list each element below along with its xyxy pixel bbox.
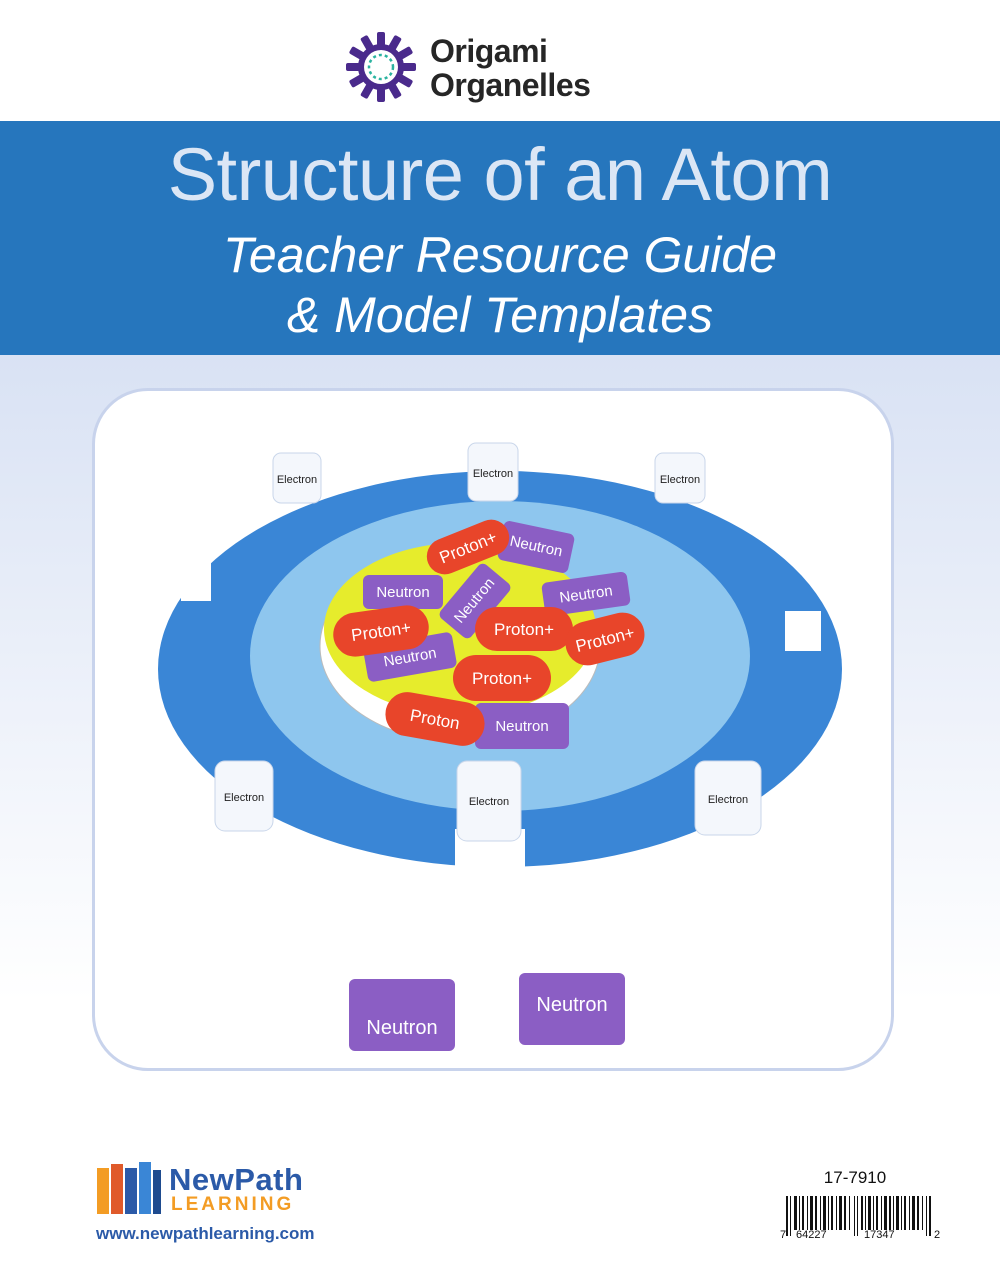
electron-label: Electron [277,474,317,486]
atom-model-photo: Neutron Neutron Neutron Neutron Neutron … [92,388,894,1071]
gear-flower-icon [346,32,416,102]
electron-roll: Electron [272,452,322,504]
newpath-learning-logo: NewPath LEARNING [95,1158,365,1218]
subtitle-line2: & Model Templates [286,287,714,343]
electron-roll: Electron [467,442,519,502]
notch-left [181,561,211,601]
publisher-name: NewPath [169,1162,304,1197]
subtitle-line1: Teacher Resource Guide [222,227,778,283]
electron-label: Electron [473,468,513,480]
product-code: 17-7910 [823,1168,887,1187]
atom-model-illustration: Neutron Neutron Neutron Neutron Neutron … [158,401,842,1051]
brand-name: Origami Organelles [430,33,591,103]
page-title: Structure of an Atom [167,133,833,216]
electron-roll: Electron [456,760,522,842]
neutron-label: Neutron [495,718,548,735]
electron-label: Electron [469,796,509,808]
barcode-digit-left: 7 [780,1229,787,1241]
neutron-label: Neutron [376,584,429,601]
proton-label: Proton+ [494,620,554,639]
electron-label: Electron [660,474,700,486]
barcode-digits-1: 64227 [796,1229,827,1241]
origami-organelles-brand: Origami Organelles [340,24,660,114]
brand-line1: Origami [430,33,548,69]
title-banner [0,121,1000,355]
electron-label: Electron [708,794,748,806]
electron-roll: Electron [654,452,706,504]
publisher-url[interactable]: www.newpathlearning.com [96,1224,315,1243]
brand-line2: Organelles [430,67,591,103]
publisher-learning: LEARNING [171,1194,295,1215]
books-icon [97,1162,161,1214]
electron-label: Electron [224,792,264,804]
electron-roll: Electron [694,760,762,836]
barcode-digit-right: 2 [934,1229,941,1241]
notch-top [467,401,517,441]
loose-neutrons: Neutron Neutron [349,973,625,1051]
proton-group: Proton+ Proton+ Proton+ Proton+ Proton+ … [333,519,645,746]
barcode-digits-2: 17347 [864,1229,895,1241]
barcode-icon [786,1196,931,1236]
loose-neutron-label: Neutron [536,994,607,1016]
loose-neutron-label: Neutron [366,1017,437,1039]
proton-label: Proton+ [472,669,532,688]
electron-group: Electron Electron Electron Electron Elec… [214,442,762,842]
electron-roll: Electron [214,760,274,832]
notch-right [785,611,821,651]
